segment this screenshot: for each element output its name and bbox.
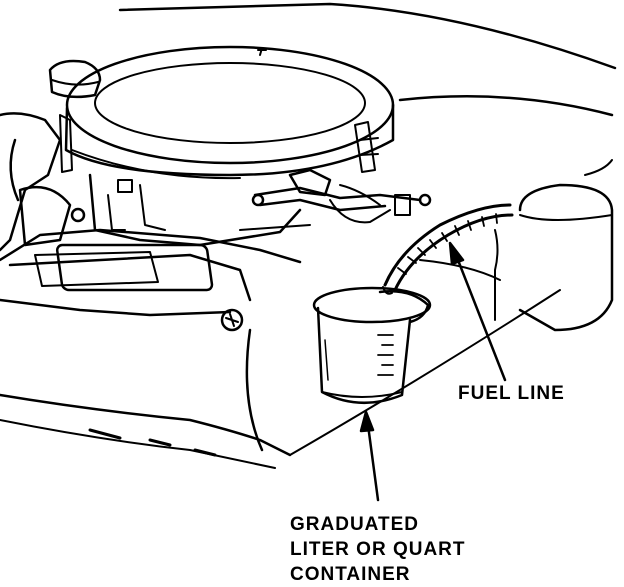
fuel-pump-housing (420, 160, 612, 330)
air-cleaner (60, 47, 393, 245)
fuel-line-label: FUEL LINE (458, 383, 565, 404)
engine-block (0, 61, 300, 330)
container-label-line-3: CONTAINER (290, 564, 411, 585)
hood-edge (120, 4, 615, 68)
hood-edge-lower (400, 96, 612, 115)
graduated-container (314, 288, 430, 403)
fuel-line (383, 205, 512, 294)
container-label-line-1: GRADUATED (290, 514, 419, 535)
bolt-icon (222, 310, 242, 330)
container-label-line-2: LITER OR QUART (290, 539, 466, 560)
throttle-linkage (240, 170, 430, 230)
leader-arrows (361, 243, 505, 500)
container-label: GRADUATED LITER OR QUART CONTAINER (290, 512, 466, 587)
fender-line (0, 395, 290, 455)
